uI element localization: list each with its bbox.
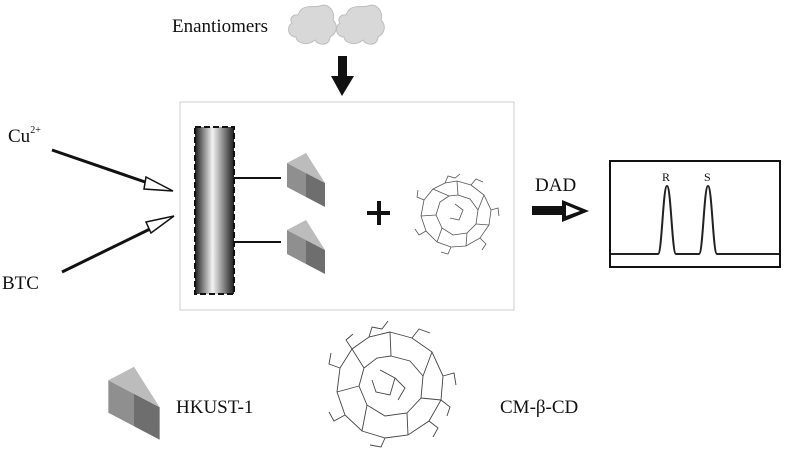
enantiomer-left-icon bbox=[288, 4, 337, 45]
cu-arrow-icon bbox=[51, 148, 174, 192]
cu-symbol: Cu bbox=[8, 126, 31, 147]
column-icon bbox=[194, 126, 235, 295]
dad-label: DAD bbox=[535, 175, 577, 196]
peak-r-label: R bbox=[662, 170, 671, 184]
cmcd-label: CM-β-CD bbox=[500, 397, 579, 418]
enantiomers-label: Enantiomers bbox=[172, 16, 269, 37]
peak-s-label: S bbox=[704, 170, 711, 184]
down-arrow-icon bbox=[331, 56, 354, 96]
dad-arrow-icon bbox=[532, 200, 589, 222]
hkust-label: HKUST-1 bbox=[176, 397, 254, 418]
cu-label: Cu2+ bbox=[8, 125, 41, 147]
btc-arrow-icon bbox=[61, 215, 175, 274]
chromatogram-panel bbox=[609, 160, 781, 268]
reaction-box bbox=[179, 101, 515, 311]
cyclodextrin-large-icon bbox=[328, 320, 457, 448]
hkust-legend-cube-icon bbox=[108, 366, 160, 440]
plus-icon bbox=[367, 201, 390, 225]
cu-charge: 2+ bbox=[30, 125, 41, 136]
cyclodextrin-small-icon bbox=[414, 173, 500, 255]
btc-label: BTC bbox=[2, 273, 39, 294]
enantiomer-right-icon bbox=[336, 4, 385, 45]
chromatogram-trace bbox=[611, 184, 779, 255]
